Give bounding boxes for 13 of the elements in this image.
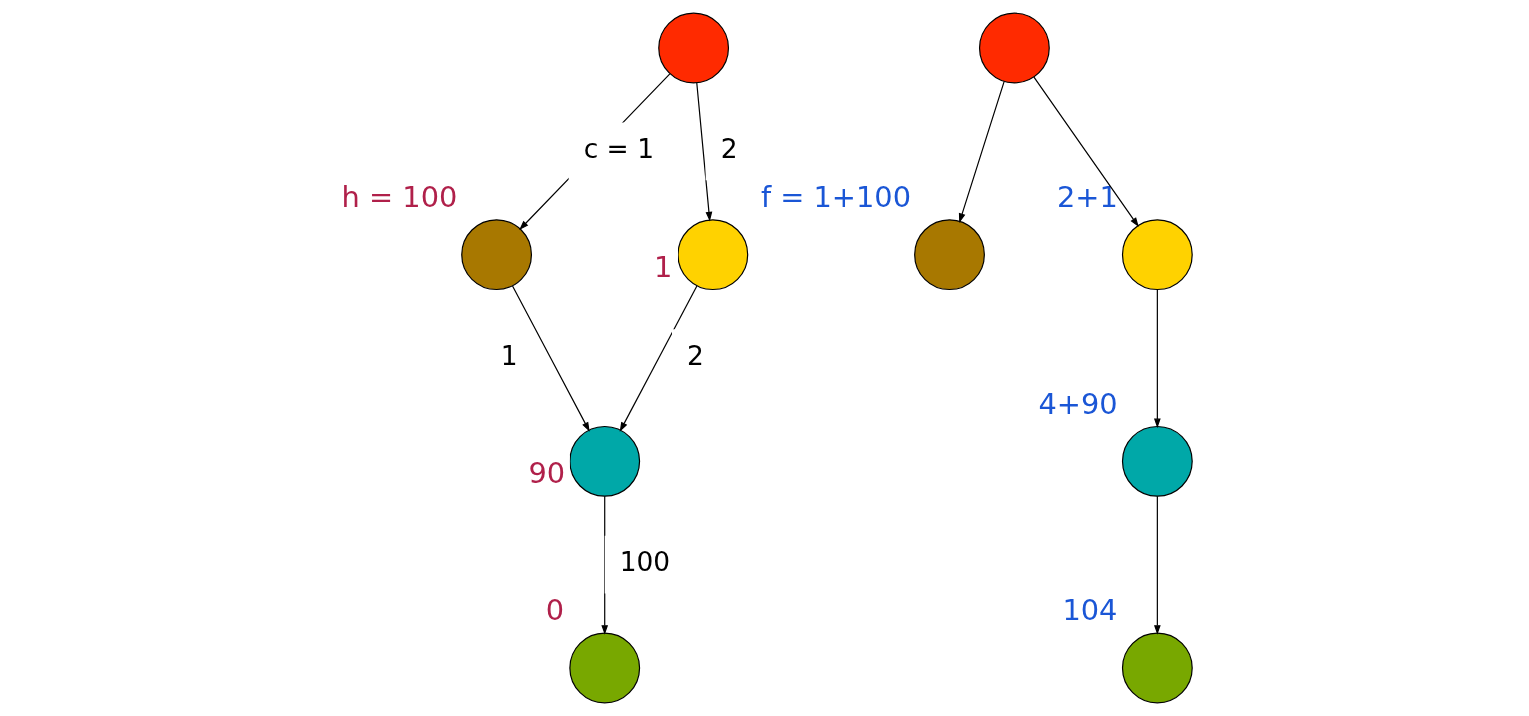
edge-label: 2 xyxy=(720,133,738,165)
node-label: 2+1 xyxy=(1057,179,1118,214)
edge-label: 2 xyxy=(687,339,704,371)
edge-label: c = 1 xyxy=(583,133,654,165)
node-label: 4+90 xyxy=(1038,386,1118,421)
node-label: 104 xyxy=(1062,593,1118,628)
node-label: 90 xyxy=(528,456,566,491)
node-label: 0 xyxy=(545,593,565,628)
edge-label: 1 xyxy=(500,339,518,371)
node-label: h = 100 xyxy=(341,179,458,214)
node-label: 1 xyxy=(653,249,673,284)
edge-label: 100 xyxy=(619,546,671,578)
node-label: f = 1+100 xyxy=(760,179,912,214)
